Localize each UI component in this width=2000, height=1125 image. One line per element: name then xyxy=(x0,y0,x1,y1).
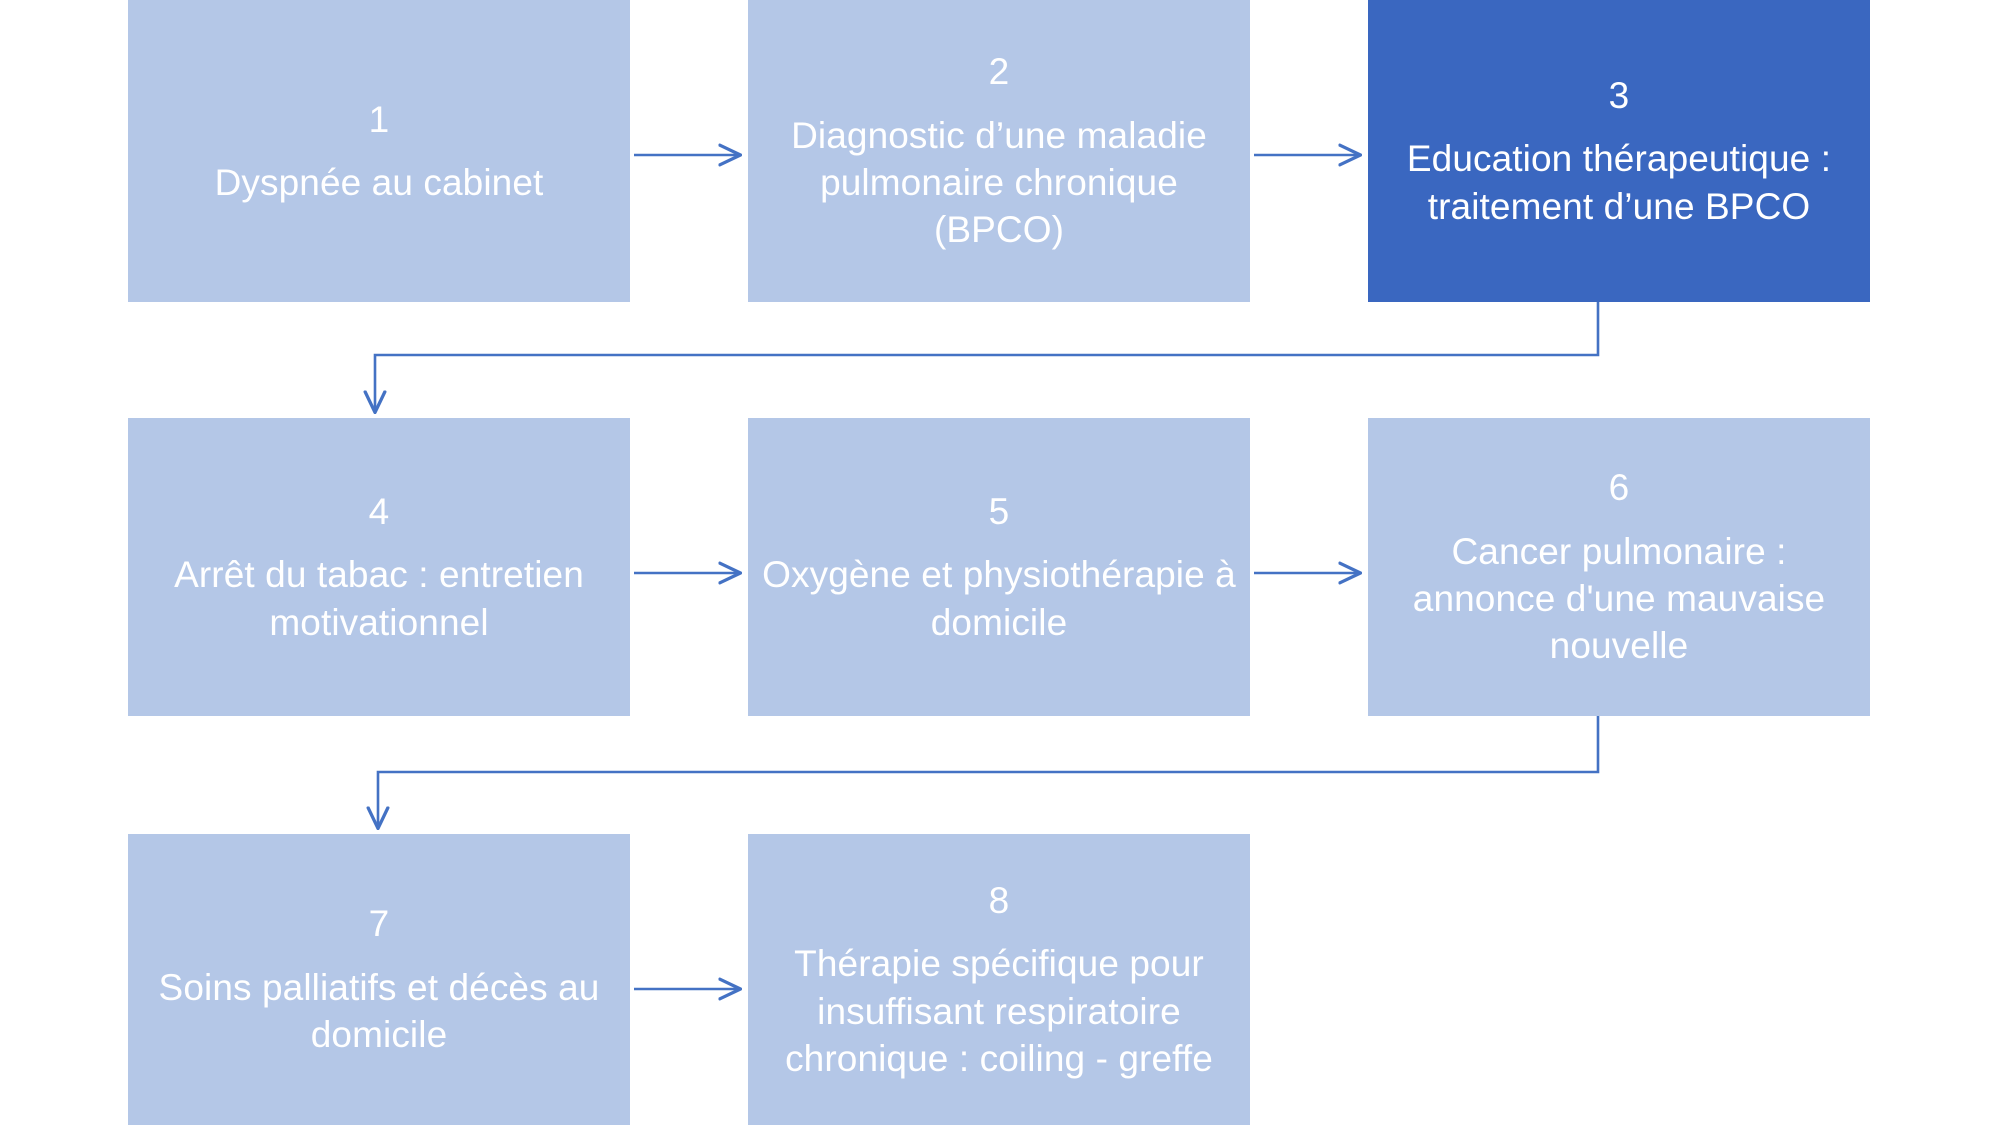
flow-node-5-number: 5 xyxy=(988,490,1010,532)
flow-node-6[interactable]: 6 Cancer pulmonaire : annonce d'une mauv… xyxy=(1368,418,1870,716)
flow-node-6-number: 6 xyxy=(1608,467,1630,509)
flow-node-2[interactable]: 2 Diagnostic d’une maladie pulmonaire ch… xyxy=(748,0,1250,302)
flow-node-7-label: Soins palliatifs et décès au domicile xyxy=(158,966,600,1056)
flow-node-4[interactable]: 4 Arrêt du tabac : entretien motivationn… xyxy=(128,418,630,716)
flow-node-4-number: 4 xyxy=(368,490,390,532)
flow-node-3-number: 3 xyxy=(1608,74,1630,116)
flow-node-3[interactable]: 3 Education thérapeutique : traitement d… xyxy=(1368,0,1870,302)
flow-node-5-label: Oxygène et physiothérapie à domicile xyxy=(762,554,1236,643)
flow-node-1[interactable]: 1 Dyspnée au cabinet xyxy=(128,0,630,302)
flow-node-7[interactable]: 7 Soins palliatifs et décès au domicile xyxy=(128,834,630,1125)
flow-node-4-label: Arrêt du tabac : entretien motivationnel xyxy=(174,554,584,643)
flow-node-6-label: Cancer pulmonaire : annonce d'une mauvai… xyxy=(1412,530,1826,667)
flow-node-8[interactable]: 8 Thérapie spécifique pour insuffisant r… xyxy=(748,834,1250,1125)
flow-node-2-number: 2 xyxy=(988,51,1010,93)
flow-node-8-number: 8 xyxy=(988,879,1010,921)
flow-node-2-label: Diagnostic d’une maladie pulmonaire chro… xyxy=(791,114,1207,251)
flow-node-5[interactable]: 5 Oxygène et physiothérapie à domicile xyxy=(748,418,1250,716)
flow-node-8-label: Thérapie spécifique pour insuffisant res… xyxy=(785,943,1213,1079)
edge-3-to-4 xyxy=(375,302,1600,412)
flow-node-3-label: Education thérapeutique : traitement d’u… xyxy=(1406,138,1832,227)
flow-node-1-number: 1 xyxy=(368,98,390,140)
edge-6-to-7 xyxy=(378,716,1600,828)
flow-node-1-label: Dyspnée au cabinet xyxy=(214,162,544,203)
flow-node-7-number: 7 xyxy=(368,903,390,945)
